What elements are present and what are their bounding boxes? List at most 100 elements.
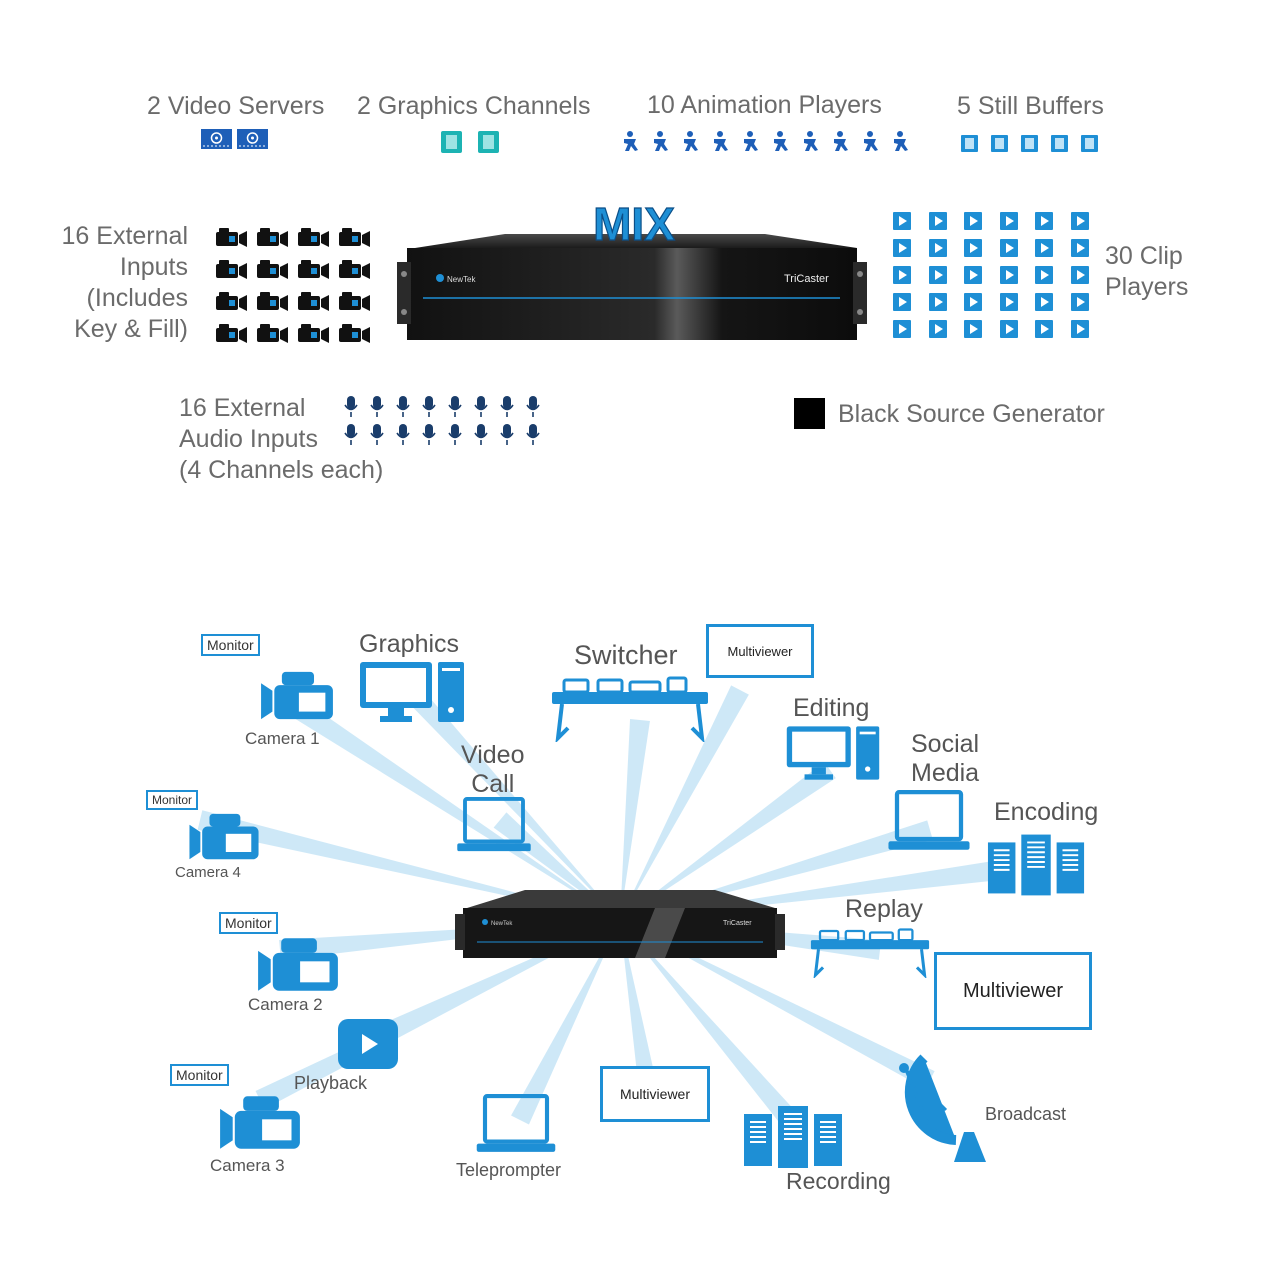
broadcast-label: Broadcast	[985, 1104, 1067, 1124]
video-servers-icons	[201, 129, 268, 149]
external-input-camera-icon	[339, 228, 370, 247]
camera-4-icon	[187, 812, 261, 862]
clip-player-icon	[1070, 266, 1089, 284]
animation-player-icon	[864, 131, 878, 151]
audio-input-mic-icon	[448, 396, 462, 417]
audio-inputs-line: (4 Channels each)	[179, 456, 384, 484]
clip-players-line: 30 Clip	[1105, 242, 1183, 270]
social-media-line: Social	[911, 730, 980, 758]
clip-player-icon	[1035, 293, 1053, 311]
clip-players-line: Players	[1105, 273, 1189, 301]
animation-player-icon	[744, 131, 758, 151]
audio-input-mic-icon	[422, 396, 436, 417]
external-input-camera-icon	[339, 324, 370, 343]
clip-player-icon	[928, 239, 947, 257]
clip-player-icon	[999, 212, 1018, 230]
clip-player-icon	[928, 320, 947, 338]
teleprompter-laptop-icon	[474, 1094, 558, 1156]
audio-input-mic-icon	[396, 396, 410, 417]
camera-3-label: Camera 3	[210, 1156, 285, 1175]
audio-inputs-icons	[343, 396, 541, 446]
connection-ray	[294, 701, 620, 920]
video-server-icon	[237, 129, 268, 149]
video-server-icon	[201, 129, 232, 149]
encoding-label: Encoding	[994, 798, 1099, 826]
still-buffers-label: 5 Still Buffers	[957, 92, 1104, 120]
clip-player-icon	[893, 293, 911, 311]
animation-player-icon	[774, 131, 788, 151]
audio-input-mic-icon	[422, 424, 436, 445]
external-inputs-line: Inputs	[119, 253, 188, 281]
camera-3-icon	[218, 1094, 302, 1152]
encoding-server-icon	[986, 832, 1088, 896]
clip-player-icon	[893, 266, 911, 284]
video-call-line: Call	[471, 770, 515, 798]
clip-player-icon	[999, 293, 1018, 311]
camera-1-icon	[258, 670, 336, 722]
clip-player-icon	[1070, 212, 1089, 230]
device-brand: NewTek	[447, 275, 476, 284]
still-buffers-icons	[961, 135, 1098, 152]
clip-player-icon	[1070, 239, 1089, 257]
audio-input-mic-icon	[344, 396, 358, 417]
graphics-channel-icon	[478, 131, 499, 153]
external-input-camera-icon	[298, 292, 329, 311]
video-call-laptop-icon	[455, 797, 533, 855]
video-servers-label: 2 Video Servers	[147, 92, 325, 120]
external-input-camera-icon	[339, 292, 370, 311]
graphics-channels-icons	[441, 131, 499, 153]
audio-input-mic-icon	[344, 424, 358, 445]
connection-ray	[620, 920, 798, 1127]
audio-input-mic-icon	[526, 396, 540, 417]
audio-input-mic-icon	[526, 424, 540, 445]
external-inputs-icons	[215, 226, 371, 343]
audio-input-mic-icon	[500, 424, 514, 445]
clip-players-label: 30 Clip Players	[1105, 241, 1188, 303]
external-input-camera-icon	[257, 324, 288, 343]
camera-2-icon	[256, 936, 340, 994]
animation-players-label: 10 Animation Players	[647, 91, 882, 119]
monitor-label-4: Monitor	[146, 790, 199, 810]
device-brand-small: NewTek	[491, 921, 513, 927]
clip-player-icon	[964, 266, 982, 284]
external-input-camera-icon	[216, 292, 247, 311]
recording-server-icon	[742, 1104, 846, 1168]
graphics-label: Graphics	[359, 630, 460, 658]
graphics-channel-icon	[441, 131, 462, 153]
monitor-label-3: Monitor	[170, 1064, 229, 1086]
clip-player-icon	[1070, 293, 1089, 311]
audio-inputs-label: 16 External Audio Inputs (4 Channels eac…	[179, 393, 383, 486]
external-input-camera-icon	[257, 260, 288, 279]
tricaster-device: NewTek TriCaster MIX	[397, 197, 867, 340]
audio-input-mic-icon	[474, 424, 488, 445]
still-buffer-icon	[991, 135, 1008, 152]
switcher-label: Switcher	[574, 640, 678, 670]
monitor-label-2: Monitor	[219, 912, 278, 934]
black-source-swatch	[794, 398, 825, 429]
clip-player-icon	[999, 320, 1018, 338]
device-model-small: TriCaster	[723, 920, 752, 927]
animation-player-icon	[684, 131, 698, 151]
playback-label: Playback	[294, 1073, 368, 1093]
audio-inputs-line: Audio Inputs	[179, 425, 318, 453]
audio-input-mic-icon	[370, 396, 384, 417]
still-buffer-icon	[1081, 135, 1098, 152]
connection-ray	[197, 810, 621, 920]
black-source-label: Black Source Generator	[838, 400, 1105, 428]
video-call-label: Video Call	[461, 741, 525, 799]
connection-ray	[620, 920, 935, 1089]
external-inputs-line: (Includes	[86, 284, 188, 312]
animation-player-icon	[654, 131, 668, 151]
external-input-camera-icon	[298, 324, 329, 343]
external-inputs-line: Key & Fill)	[74, 315, 188, 343]
clip-player-icon	[928, 212, 947, 230]
clip-player-icon	[964, 212, 982, 230]
recording-label: Recording	[786, 1168, 891, 1194]
animation-player-icon	[894, 131, 908, 151]
connection-ray	[620, 685, 749, 920]
satellite-dish-icon	[899, 1054, 986, 1162]
audio-input-mic-icon	[396, 424, 410, 445]
editing-computer-icon	[785, 724, 881, 782]
external-input-camera-icon	[298, 228, 329, 247]
clip-player-icon	[964, 239, 982, 257]
